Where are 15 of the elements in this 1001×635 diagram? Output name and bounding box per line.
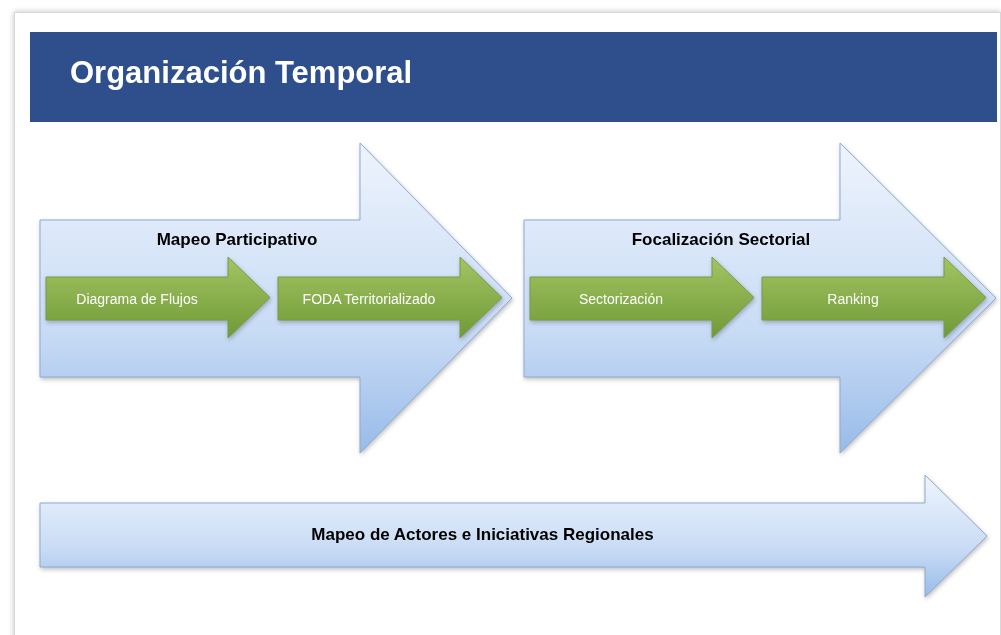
- title: Organización Temporal: [70, 55, 413, 91]
- process-step: [530, 257, 754, 338]
- timeline-band: [40, 475, 987, 597]
- phase-block: [524, 143, 996, 453]
- phase-heading: Mapeo Participativo: [155, 229, 319, 251]
- step-label: Mapeo de Actores e Iniciativas Regionales: [310, 524, 655, 546]
- step-label: Diagrama de Flujos: [75, 289, 199, 309]
- step-label: Ranking: [826, 289, 880, 309]
- process-step: [46, 257, 270, 338]
- phase-heading: Focalización Sectorial: [630, 229, 812, 251]
- process-step: [278, 257, 502, 338]
- step-label: FODA Territorializado: [301, 289, 437, 309]
- process-step: [762, 257, 986, 338]
- phase-block: [40, 143, 512, 453]
- step-label: Sectorización: [577, 289, 664, 309]
